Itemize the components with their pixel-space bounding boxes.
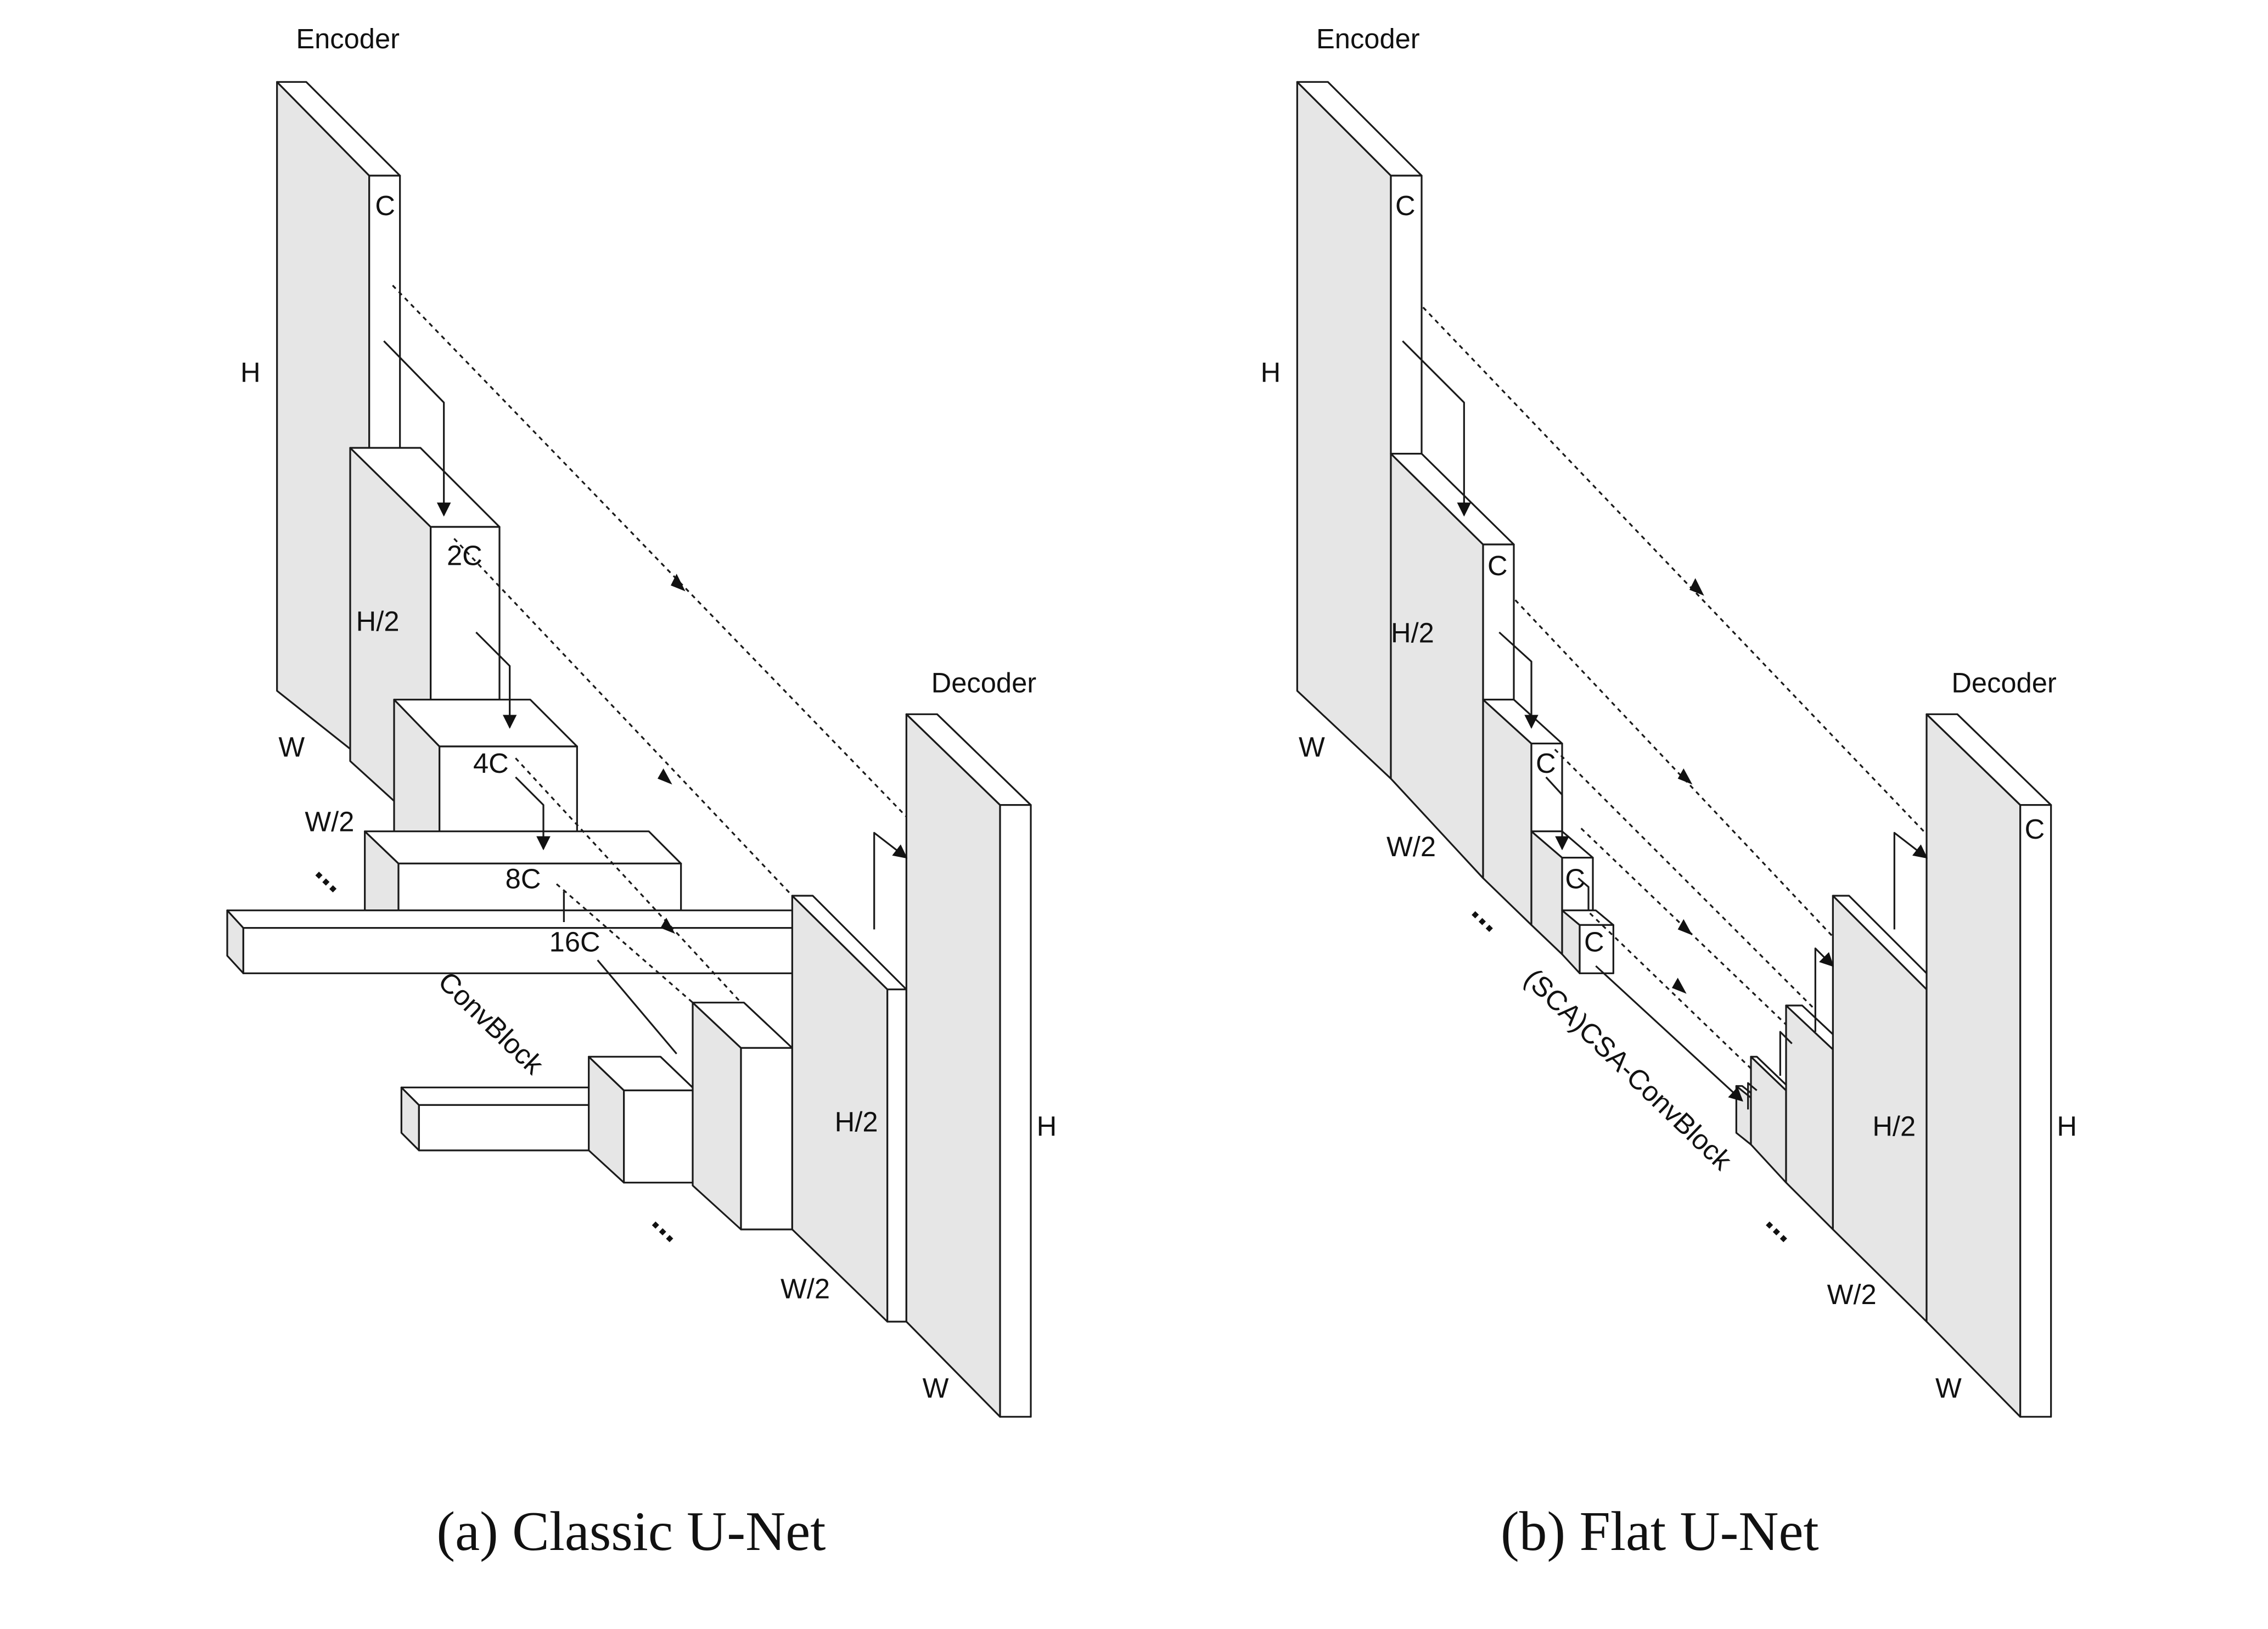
convblock-label: ConvBlock <box>433 965 550 1081</box>
csa-convblock-label: (SCA)CSA-ConvBlock <box>1518 963 1738 1177</box>
flat-height-half-label: H/2 <box>1391 617 1434 649</box>
skip-connections <box>392 284 907 1003</box>
channel-label-4c: 4C <box>473 748 509 779</box>
skip-connection-arrowheads <box>658 574 686 934</box>
encoder-block-level-1 <box>276 81 401 765</box>
ellipsis-decoder: ... <box>645 1201 693 1250</box>
panel-classic-unet <box>226 81 1032 1418</box>
decoder-height-half-label: H/2 <box>835 1106 878 1137</box>
flat-ellipsis-decoder: ... <box>1759 1201 1807 1250</box>
width-half-label: W/2 <box>305 806 354 838</box>
decoder-height-label: H <box>1037 1110 1057 1142</box>
flat-encoder-block-level-1 <box>1296 81 1423 780</box>
flat-channel-label-3: C <box>1536 748 1556 779</box>
flat-decoder-height-label: H <box>2057 1110 2077 1142</box>
height-half-label: H/2 <box>356 605 400 637</box>
upsample-arrow <box>873 832 908 930</box>
flat-skip-connection-arrowheads <box>1672 578 1704 994</box>
encoder-block-level-5 <box>226 909 810 974</box>
decoder-width-half-label: W/2 <box>781 1273 830 1304</box>
flat-decoder-channel-label: C <box>2025 813 2045 845</box>
decoder-width-label: W <box>923 1373 949 1404</box>
decoder-block-level-4 <box>588 1055 697 1184</box>
flat-encoder-label: Encoder <box>1316 23 1420 54</box>
flat-height-label: H <box>1261 357 1281 388</box>
flat-encoder-block-level-5 <box>1561 909 1614 974</box>
downsample-arrows <box>383 340 565 922</box>
channel-label-c: C <box>375 190 395 221</box>
decoder-block-level-1 <box>905 713 1032 1418</box>
flat-channel-label-4: C <box>1565 863 1585 895</box>
encoder-label: Encoder <box>296 23 400 54</box>
height-label: H <box>240 357 261 388</box>
decoder-block-level-2 <box>791 895 907 1323</box>
encoder-block-level-4 <box>364 830 682 912</box>
flat-width-half-label: W/2 <box>1386 831 1436 862</box>
flat-channel-label-1: C <box>1395 190 1416 221</box>
flat-decoder-width-half-label: W/2 <box>1827 1279 1877 1310</box>
caption-b: (b) Flat U-Net <box>1501 1501 1819 1562</box>
flat-width-label: W <box>1299 732 1325 763</box>
ellipsis-encoder: ... <box>308 851 357 900</box>
channel-label-2c: 2C <box>447 540 482 571</box>
decoder-block-level-3 <box>692 1002 793 1231</box>
flat-encoder-block-level-3 <box>1482 699 1563 926</box>
channel-label-8c: 8C <box>506 863 541 895</box>
bottleneck-connector <box>597 959 677 1055</box>
width-label: W <box>278 732 305 763</box>
flat-downsample-arrows <box>1402 340 1743 1102</box>
flat-decoder-height-half-label: H/2 <box>1872 1110 1916 1142</box>
flat-upsample-arrows <box>1747 832 1928 1110</box>
caption-a: (a) Classic U-Net <box>436 1501 826 1562</box>
decoder-block-small <box>400 1086 608 1151</box>
flat-channel-label-2: C <box>1487 550 1508 581</box>
panel-flat-unet <box>1296 81 2052 1418</box>
flat-decoder-width-label: W <box>1935 1373 1962 1404</box>
channel-label-16c: 16C <box>549 926 600 957</box>
flat-channel-label-5: C <box>1584 926 1604 957</box>
flat-decoder-block-level-1 <box>1925 713 2052 1418</box>
flat-decoder-label: Decoder <box>1951 667 2057 698</box>
decoder-label: Decoder <box>931 667 1037 698</box>
